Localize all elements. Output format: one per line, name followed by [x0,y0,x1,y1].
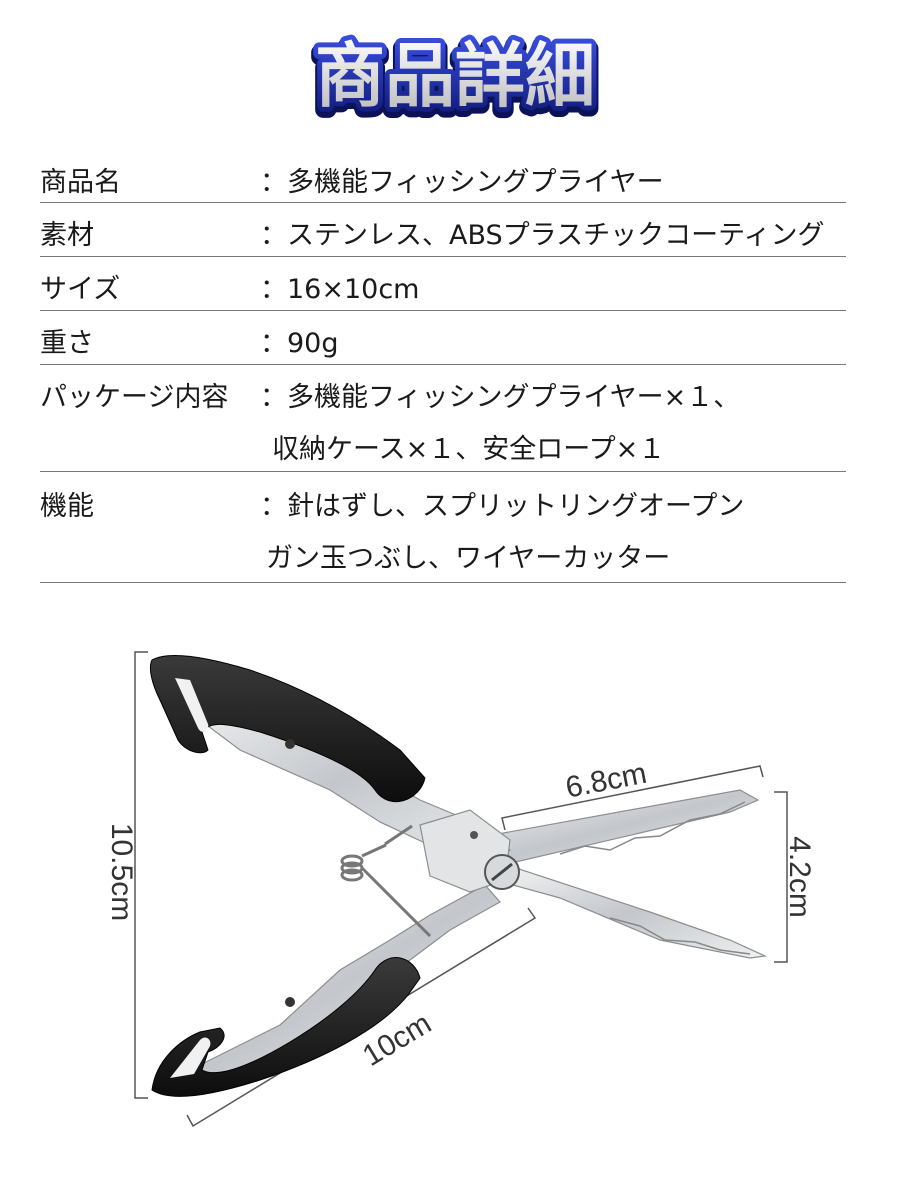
spec-label: 素材 [40,220,94,251]
spring [340,824,432,938]
page-title-shadow: 商品詳細 [315,39,595,121]
dimension-label-jaw-length: 6.8cm [563,757,649,805]
spec-value: ：針はずし、スプリットリングオープン [260,491,745,522]
spec-table: 商品名 ：多機能フィッシングプライヤー 素材 ：ステンレス、ABSプラスチックコ… [40,150,846,583]
spec-value: ：多機能フィッシングプライヤー×１、 [260,382,741,413]
spec-label: サイズ [40,274,121,305]
spec-value: ：16×10cm [260,274,420,305]
spec-row-functions: 機能 ：針はずし、スプリットリングオープン ガン玉つぶし、ワイヤーカッター [40,472,846,583]
dimension-label-height: 10.5cm [105,823,138,921]
spec-value-line2: ガン玉つぶし、ワイヤーカッター [266,543,671,574]
spec-row-package-contents: パッケージ内容 ：多機能フィッシングプライヤー×１、 収納ケース×１、安全ロープ… [40,365,846,472]
spec-value: ：多機能フィッシングプライヤー [260,167,664,198]
page-title: 商品詳細 [315,35,595,117]
spec-label: 機能 [40,491,94,522]
spec-row-size: サイズ ：16×10cm [40,257,846,311]
spec-row-product-name: 商品名 ：多機能フィッシングプライヤー [40,150,846,203]
spec-row-material: 素材 ：ステンレス、ABSプラスチックコーティング [40,203,846,257]
page-title-outline: 商品詳細 [315,35,595,117]
spec-label: 商品名 [40,167,121,198]
spec-label: パッケージ内容 [40,382,229,413]
dimension-label-jaw-width: 4.2cm [783,836,816,918]
spec-value-line2: 収納ケース×１、安全ロープ×１ [272,434,666,465]
pliers-illustration [149,655,768,1097]
spec-row-weight: 重さ ：90g [40,311,846,365]
product-dimension-diagram: 10.5cm 10cm 6.8cm 4.2cm [90,640,850,1160]
spec-value: ：90g [260,328,339,359]
page-title-banner: 商品詳細 商品詳細 商品詳細 [0,22,911,132]
spec-value: ：ステンレス、ABSプラスチックコーティング [260,220,825,251]
spec-label: 重さ [40,328,94,359]
